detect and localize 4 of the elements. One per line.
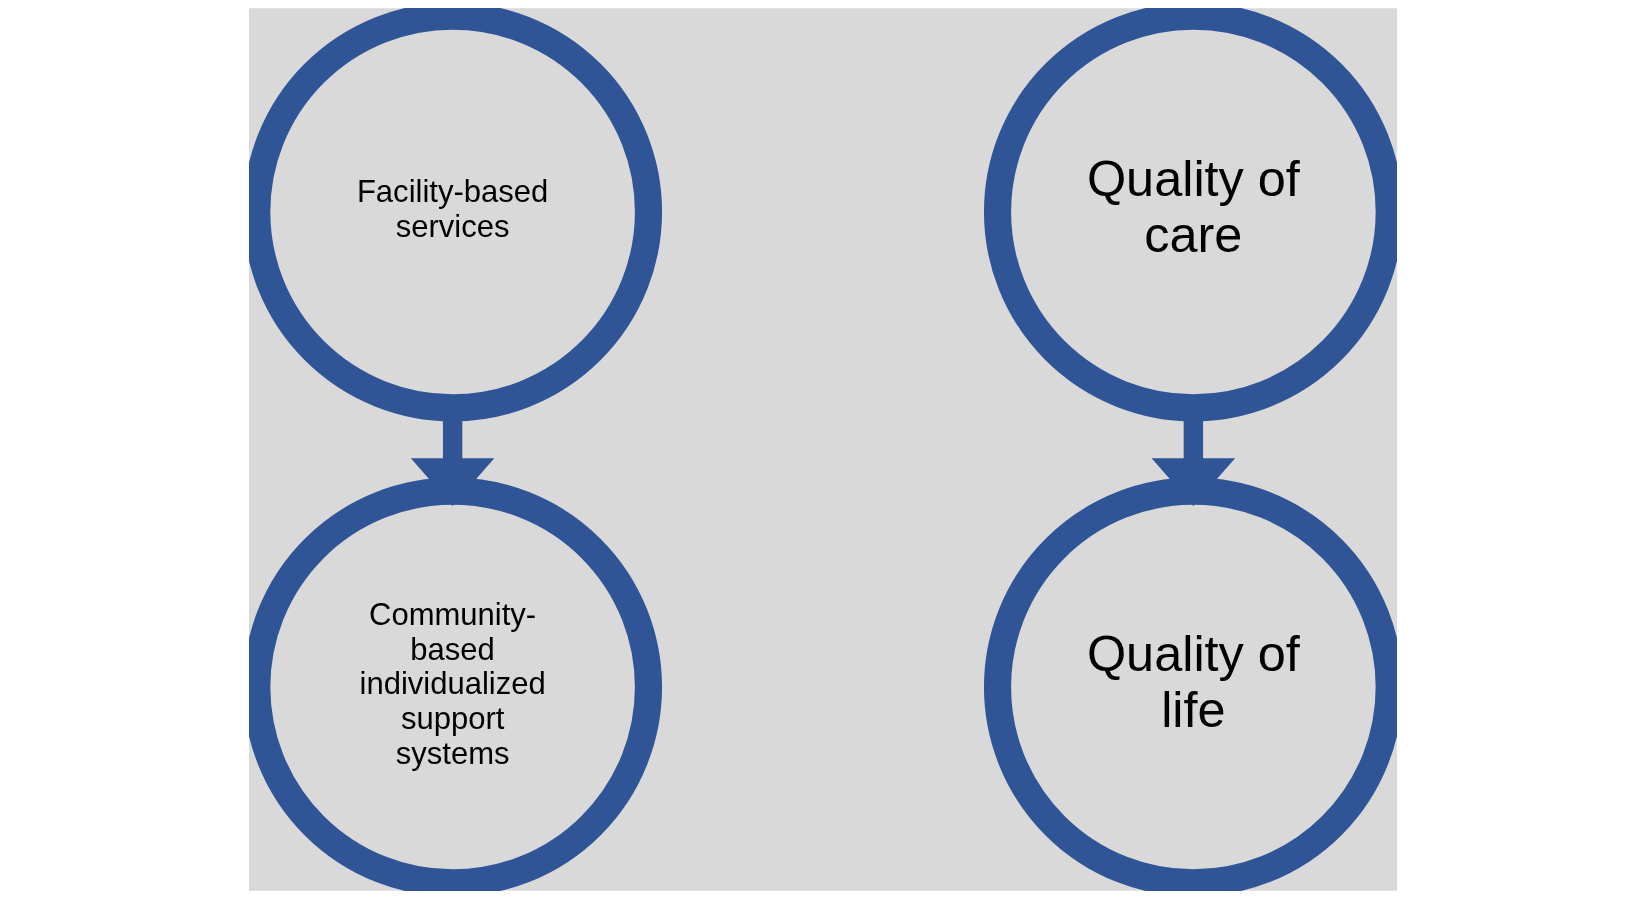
node-circle: Community-based individualized support systems (248, 477, 662, 891)
node-circle: Quality of life (983, 477, 1397, 891)
node-circle: Facility-based services (248, 8, 662, 422)
node-circle: Quality of care (983, 8, 1397, 422)
